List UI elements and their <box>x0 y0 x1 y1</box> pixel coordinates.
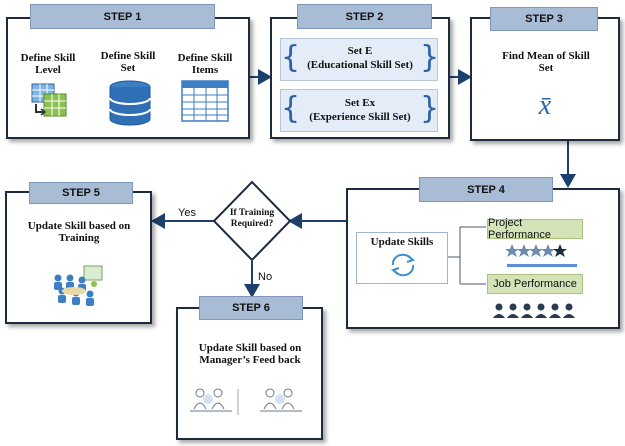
step3-box <box>470 17 620 141</box>
people-row-icon <box>493 303 575 318</box>
set-ex-box <box>280 89 438 132</box>
step6-tab: STEP 6 <box>199 296 303 320</box>
left-brace-icon: { <box>281 40 301 75</box>
left-brace-icon: { <box>281 91 301 126</box>
step4-bracket <box>448 226 486 285</box>
mean-symbol: x̄ <box>538 90 552 121</box>
right-brace-icon: } <box>420 91 440 126</box>
step6-label: Update Skill based on Manager’s Feed bac… <box>198 342 302 366</box>
database-icon <box>109 80 151 126</box>
table-arrow-icon <box>31 83 67 117</box>
step2-tab: STEP 2 <box>297 4 432 29</box>
step1-item-label: Define Skill Items <box>177 52 233 76</box>
set-e-title: Set E <box>347 45 373 57</box>
set-ex-subtitle: (Experience Skill Set) <box>309 111 411 123</box>
set-e-subtitle: (Educational Skill Set) <box>307 59 413 71</box>
decision-diamond <box>212 180 292 262</box>
step5-label: Update Skill based on Training <box>27 220 131 244</box>
right-brace-icon: } <box>420 40 440 75</box>
star-rating-icon <box>505 244 577 267</box>
set-e-box <box>280 38 438 81</box>
step3-tab: STEP 3 <box>490 7 598 31</box>
step4-tab: STEP 4 <box>419 177 553 202</box>
step5-tab: STEP 5 <box>29 182 133 204</box>
decision-label: If Training Required? <box>229 208 275 229</box>
step1-tab: STEP 1 <box>30 4 215 29</box>
no-label: No <box>258 271 273 283</box>
training-meeting-icon <box>54 265 103 306</box>
step1-item-label: Define Skill Level <box>20 52 76 76</box>
project-performance-label: Project Performance <box>487 217 583 241</box>
yes-label: Yes <box>178 207 196 219</box>
refresh-icon <box>390 253 416 277</box>
feedback-sketch-icon <box>190 388 302 415</box>
set-ex-title: Set Ex <box>344 97 376 109</box>
update-skills-label: Update Skills <box>370 236 434 248</box>
spreadsheet-icon <box>181 80 229 122</box>
job-performance-label: Job Performance <box>487 274 583 294</box>
step6-box <box>176 307 323 440</box>
step1-item-label: Define Skill Set <box>100 50 156 74</box>
step3-label: Find Mean of Skill Set <box>502 50 590 74</box>
